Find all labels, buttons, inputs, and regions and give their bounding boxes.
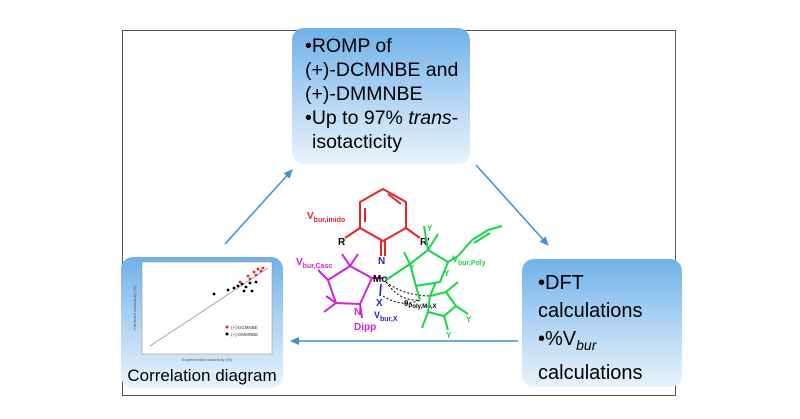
y-label-2: Y [409,264,415,273]
legend: (+)-DCMNBE (+)-DMMNBE [225,325,258,337]
point-dcmnbe-4 [261,266,265,270]
x-axis-label: Experimental isotacticity (%) [182,357,233,362]
point-dmmnbe-4 [244,285,248,289]
point-dcmnbe-6 [248,277,252,281]
point-dcmnbe-2 [256,267,260,271]
correlation-box: (+)-DCMNBE (+)-DMMNBE Experimental isota… [121,257,283,388]
romp-line-5: isotacticity [312,131,402,153]
vbur-imido-label: Vbur,imido [307,211,345,224]
point-dcmnbe-5 [238,280,242,284]
y-label-3: Y [444,269,450,278]
y-axis-label: Predicted isotacticity (%) [132,285,137,329]
point-dmmnbe-0 [226,288,230,292]
r-label: R [338,237,346,248]
romp-line-3: (+)-DMMNBE [305,83,423,105]
romp-line-1: •ROMP of [305,35,392,57]
imido-group [344,187,421,256]
dft-line-1: •DFT [538,272,584,294]
theta-label: θPoly,Mo,X [404,299,437,310]
arrow-left-to-top [224,169,293,245]
point-dmmnbe-5 [248,281,252,285]
correlation-plot: (+)-DCMNBE (+)-DMMNBE Experimental isota… [132,261,273,362]
r-prime-label: R' [420,237,430,248]
trans-word: trans [408,107,452,129]
legend-dmmnbe: (+)-DMMNBE [231,332,258,337]
dft-line-3: •%Vbur [538,328,597,353]
caac-group [317,253,382,319]
x-group [379,283,382,297]
dft-box: •DFT calculations •%Vbur calculations [522,259,682,387]
point-dcmnbe-7 [254,273,258,277]
point-dmmnbe-2 [236,284,240,288]
point-dcmnbe-1 [252,270,256,274]
n-imido-label: N [378,256,385,267]
point-dmmnbe-9 [242,289,246,293]
polymer-chain [385,225,503,331]
correlation-title: Correlation diagram [127,366,277,385]
point-dmmnbe-1 [232,286,236,290]
point-dmmnbe-6 [250,289,254,293]
n-ring-label: N [354,307,361,318]
mo-label: Mo [373,274,387,285]
correlation-points [212,266,265,296]
y-label-1: Y [427,224,433,233]
romp-box: •ROMP of (+)-DCMNBE and (+)-DMMNBE •Up t… [292,28,470,164]
dipp-label: Dipp [354,322,376,333]
y-label-4: Y [466,315,472,324]
point-dmmnbe-7 [254,280,258,284]
dft-line-4: calculations [538,362,643,384]
y-label-5: Y [446,331,452,340]
vbur-x-label: Vbur,X [374,310,398,323]
arrow-top-to-right [475,164,549,246]
point-dmmnbe-3 [240,282,244,286]
x-label: X [376,298,383,309]
legend-dcmnbe: (+)-DCMNBE [231,325,258,330]
point-dmmnbe-8 [212,292,216,296]
vbur-poly-label: Vbur,Poly [452,254,486,267]
romp-line-2: (+)-DCMNBE and [305,59,459,81]
romp-line-4: •Up to 97% trans- [305,107,459,129]
correlation-diagonal [149,267,269,347]
point-dcmnbe-0 [246,274,250,278]
dft-line-2: calculations [538,300,643,322]
point-dcmnbe-3 [259,269,263,273]
vbur-casc-label: Vbur,Casc [296,257,332,270]
